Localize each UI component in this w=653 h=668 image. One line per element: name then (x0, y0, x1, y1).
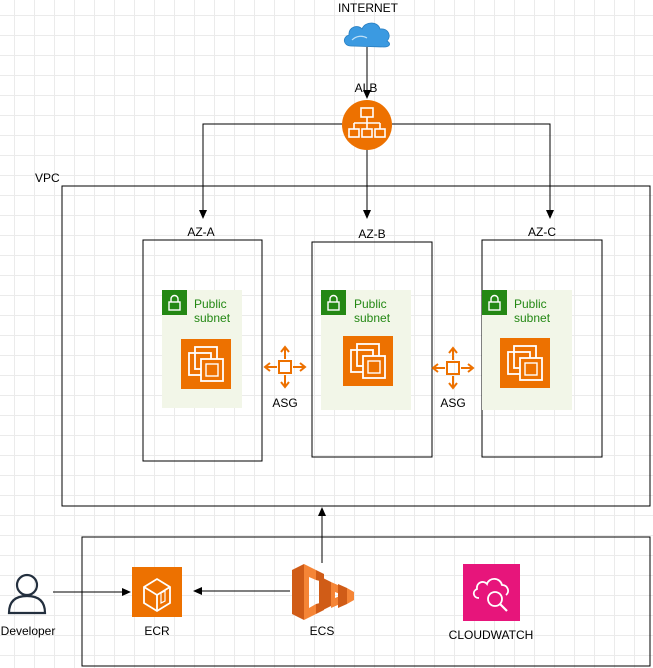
user-icon (7, 573, 47, 615)
asg-label-1: ASG (272, 396, 298, 410)
alb-to-az-a-arrow (199, 123, 342, 219)
developer-label: Developer (0, 624, 56, 638)
ecs-icon (292, 564, 354, 620)
subnet-c-label-line1: Public (514, 297, 547, 311)
az-b-box (311, 241, 433, 458)
ecr-icon (132, 567, 182, 617)
vpc-boundary (61, 185, 651, 507)
load-balancer-icon (342, 100, 392, 150)
lock-icon (327, 294, 340, 311)
vpc-label: VPC (35, 171, 60, 185)
ec2-instance-icon (343, 336, 393, 386)
ecr-label: ECR (144, 624, 170, 638)
management-boundary (81, 536, 651, 667)
auto-scaling-icon (263, 345, 307, 389)
subnet-b-label-line1: Public (354, 297, 387, 311)
asg-label-2: ASG (440, 396, 466, 410)
alb-label: ALB (354, 81, 378, 95)
lock-icon (488, 294, 501, 311)
cloud-icon (343, 22, 390, 48)
cloudwatch-label: CLOUDWATCH (448, 628, 534, 642)
cloudwatch-icon (463, 564, 520, 621)
alb-to-az-c-arrow (392, 123, 554, 219)
ec2-instance-icon (500, 338, 550, 388)
az-c-label: AZ-C (528, 225, 556, 239)
ecs-label: ECS (309, 624, 335, 638)
lock-icon (168, 294, 181, 311)
subnet-c-label-line2: subnet (514, 311, 551, 325)
internet-label: INTERNET (338, 1, 398, 15)
az-a-label: AZ-A (187, 225, 215, 239)
az-b-label: AZ-B (358, 227, 386, 241)
ec2-instance-icon (181, 339, 231, 389)
subnet-a-label-line1: Public (194, 297, 227, 311)
auto-scaling-icon (431, 346, 475, 390)
az-a-box (142, 239, 263, 462)
subnet-a-label-line2: subnet (194, 311, 231, 325)
subnet-b-label-line2: subnet (354, 311, 391, 325)
